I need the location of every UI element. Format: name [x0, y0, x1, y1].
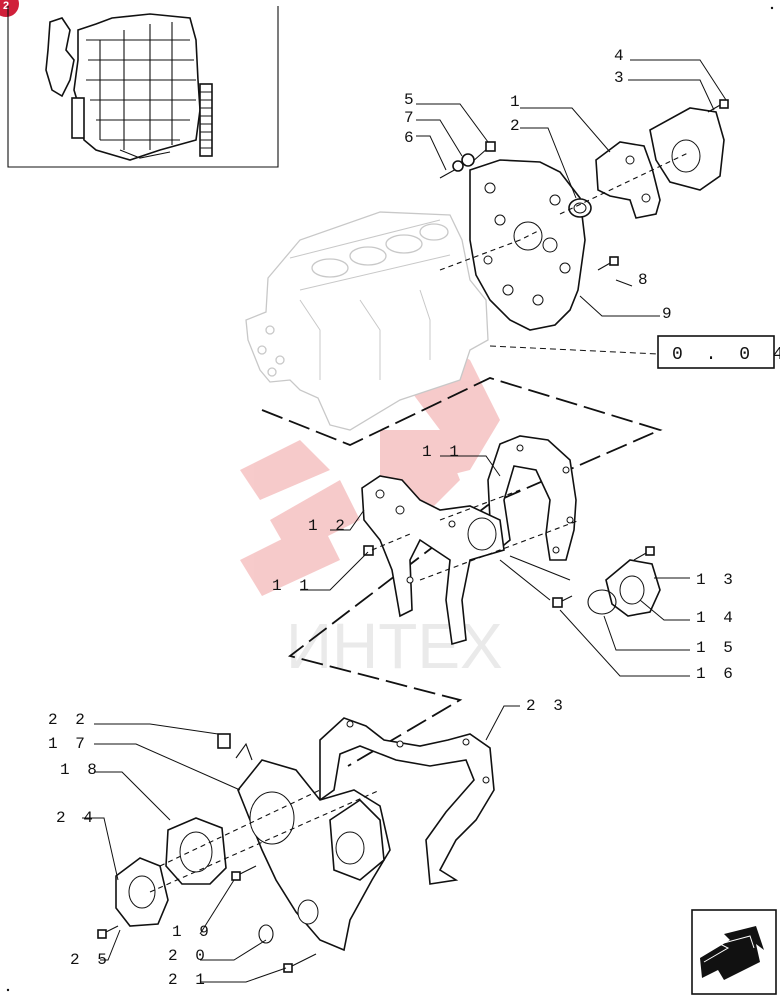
- callout-24[interactable]: 2 4: [56, 809, 97, 827]
- callout-18[interactable]: 1 8: [60, 761, 101, 779]
- part-9-plate: [469, 159, 586, 331]
- engine-thumbnail[interactable]: [7, 6, 279, 168]
- part-1-bracket: [595, 141, 661, 219]
- callout-22[interactable]: 2 2: [48, 711, 89, 729]
- bolts-lower: [97, 733, 381, 973]
- leader-lines: [82, 59, 727, 983]
- callout-labels: 1 2 3 4 5 6 7 8 9 1 1 1 1 1 2 1 3 1 4 1 …: [48, 47, 737, 989]
- part-12-plate: [361, 475, 505, 646]
- bolts-middle: [363, 489, 655, 608]
- part-15-ring: [587, 589, 617, 615]
- part-23-gasket: [319, 717, 495, 885]
- part-18-flange: [165, 817, 227, 885]
- callout-25[interactable]: 2 5: [70, 951, 111, 969]
- callout-4[interactable]: 4: [614, 47, 628, 65]
- callout-16[interactable]: 1 6: [696, 665, 737, 683]
- watermark-text: ИНТЕХ: [286, 610, 503, 682]
- callout-3[interactable]: 3: [614, 69, 628, 87]
- callout-14[interactable]: 1 4: [696, 609, 737, 627]
- callout-11-lower[interactable]: 1 1: [272, 577, 313, 595]
- callout-23[interactable]: 2 3: [526, 697, 567, 715]
- callout-19[interactable]: 1 9: [172, 923, 213, 941]
- callout-15[interactable]: 1 5: [696, 639, 737, 657]
- engine-block: [245, 211, 489, 431]
- callout-20[interactable]: 2 0: [168, 947, 209, 965]
- page-number-badge: 2: [0, 0, 19, 17]
- callout-13[interactable]: 1 3: [696, 571, 737, 589]
- callout-12[interactable]: 1 2: [308, 517, 349, 535]
- next-page-arrow-icon[interactable]: [691, 909, 777, 995]
- part-2-seal: [568, 198, 592, 218]
- reference-box[interactable]: 0 . 0 4 .: [489, 335, 780, 369]
- callout-7[interactable]: 7: [404, 109, 418, 127]
- callout-9[interactable]: 9: [662, 305, 676, 323]
- dashed-frame: [261, 377, 663, 767]
- part-24-flange: [115, 857, 169, 927]
- page-badge-text: 2: [3, 0, 9, 12]
- part-14-cover: [605, 559, 661, 617]
- callout-2[interactable]: 2: [510, 117, 524, 135]
- callout-11-upper[interactable]: 1 1: [422, 443, 463, 461]
- callout-17[interactable]: 1 7: [48, 735, 89, 753]
- part-17-cover: [235, 742, 391, 952]
- part-3-housing: [649, 107, 725, 191]
- bolts-upper: [439, 99, 729, 271]
- callout-8[interactable]: 8: [638, 271, 652, 289]
- callout-5[interactable]: 5: [404, 91, 418, 109]
- callout-21[interactable]: 2 1: [168, 971, 209, 989]
- callout-6[interactable]: 6: [404, 129, 418, 147]
- callout-1[interactable]: 1: [510, 93, 524, 111]
- reference-box-text: 0 . 0 4 .: [672, 345, 780, 365]
